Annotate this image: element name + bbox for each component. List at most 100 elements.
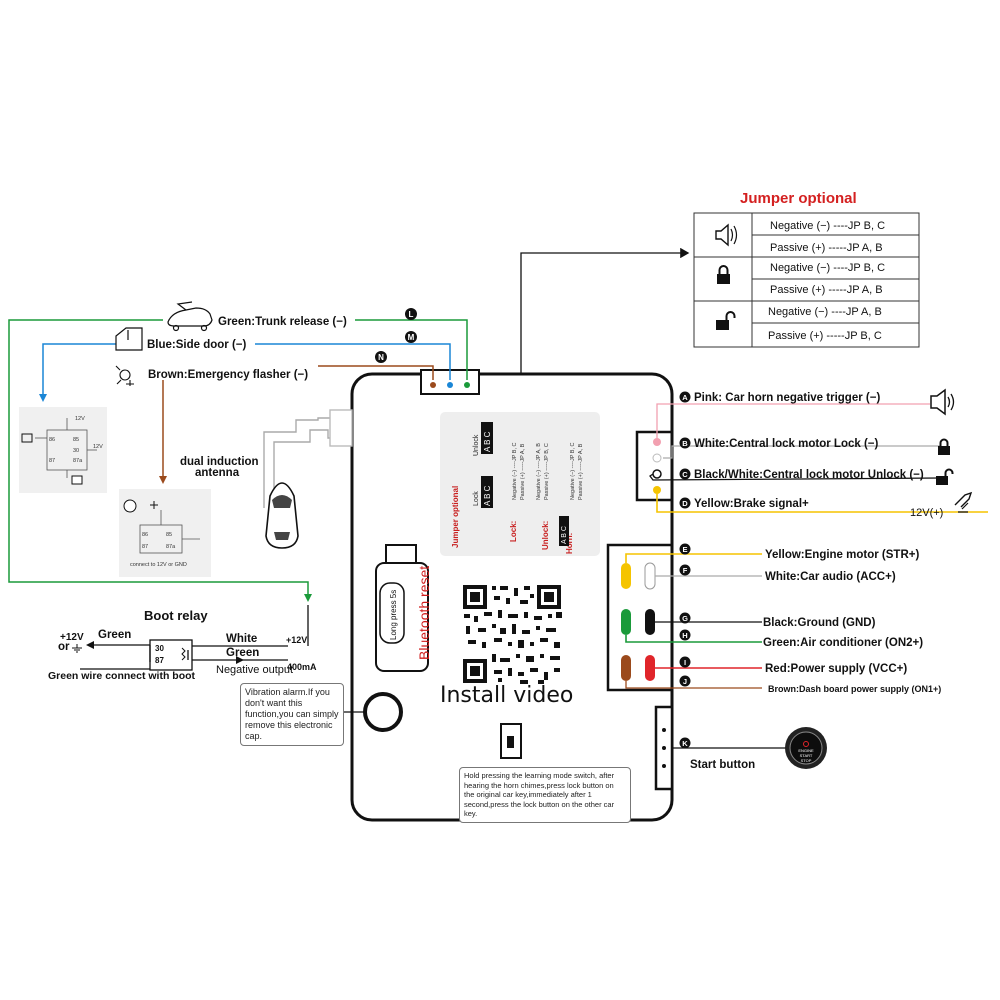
relay1-12v-right: 12V bbox=[93, 444, 103, 450]
badge-D bbox=[679, 497, 691, 509]
badge-H bbox=[679, 629, 691, 641]
car-trunk-icon bbox=[167, 301, 213, 332]
boot-or: or bbox=[58, 641, 70, 653]
svg-text:L: L bbox=[409, 310, 414, 319]
badge-F bbox=[679, 564, 691, 576]
learning-mode-switch[interactable] bbox=[500, 723, 522, 759]
badge-letter-H: H bbox=[682, 631, 687, 640]
wire-L bbox=[355, 319, 468, 380]
badge-I bbox=[679, 656, 691, 668]
install-video-label: Install video bbox=[440, 683, 574, 708]
svg-text:87a: 87a bbox=[166, 544, 176, 550]
pcb-lock-label: Lock: bbox=[509, 521, 518, 542]
qr-code[interactable] bbox=[460, 582, 564, 686]
pcb-abc-2: A B C bbox=[483, 485, 492, 506]
lock-icon bbox=[938, 438, 950, 455]
boot-bottom-note: Green wire connect with boot bbox=[48, 670, 196, 682]
badge-letter-E: E bbox=[682, 545, 687, 554]
svg-text:30: 30 bbox=[73, 448, 79, 454]
wire-E-label: Yellow:Engine motor (STR+) bbox=[765, 549, 919, 561]
badge-letter-I: I bbox=[684, 658, 686, 667]
svg-text:85: 85 bbox=[166, 532, 172, 538]
boot-pin30: 30 bbox=[155, 644, 164, 653]
bluetooth-reset-switch[interactable] bbox=[375, 544, 429, 672]
pcb-horn-pas: Passive (+) -----JP A, B bbox=[578, 443, 584, 500]
wire-M bbox=[255, 343, 451, 380]
start-btn-line-3: STOP bbox=[801, 758, 812, 763]
badge-C bbox=[679, 468, 691, 480]
jumper-table bbox=[693, 212, 920, 348]
boot-pin87: 87 bbox=[155, 656, 164, 665]
boot-negative-output: Negative output bbox=[216, 664, 293, 676]
boot-plus12v-left: +12V bbox=[60, 632, 84, 643]
wire-I-label: Red:Power supply (VCC+) bbox=[765, 663, 907, 675]
boot-plus12v-right: +12V bbox=[286, 635, 307, 645]
pcb-horn-neg: Negative (−) ----JP B, C bbox=[570, 442, 576, 500]
unlock-icon bbox=[936, 468, 954, 485]
pcb-abc-3: A B C bbox=[561, 526, 568, 544]
jumper-title: Jumper optional bbox=[740, 190, 857, 207]
flasher-icon bbox=[115, 365, 134, 386]
vibration-sensor bbox=[363, 692, 403, 732]
bluetooth-reset-label: Bluetooth reset bbox=[416, 565, 432, 661]
car-top-icon bbox=[265, 482, 299, 549]
start-button-icon[interactable]: ENGINE START STOP bbox=[785, 727, 827, 769]
badge-B bbox=[679, 437, 691, 449]
badge-letter-C: C bbox=[682, 470, 688, 479]
jumper-row-2-negative: Negative (−) ----JP B, C bbox=[770, 262, 885, 274]
wire-H-label: Green:Air conditioner (ON2+) bbox=[763, 637, 923, 649]
brake-voltage: 12V(+) bbox=[910, 507, 943, 519]
side-door-icon bbox=[115, 327, 143, 351]
badge-letter-A: A bbox=[682, 393, 688, 402]
emergency-flasher-label: Brown:Emergency flasher (−) bbox=[148, 369, 308, 381]
boot-relay-title: Boot relay bbox=[144, 608, 208, 623]
svg-text:N: N bbox=[378, 353, 384, 362]
svg-text:87a: 87a bbox=[73, 458, 83, 464]
long-press-label: Long press 5s bbox=[389, 590, 398, 640]
pcb-abc-1: A B C bbox=[483, 431, 492, 452]
wire-N bbox=[318, 365, 434, 380]
start-btn-line-1: ENGINE bbox=[798, 748, 814, 753]
wire-A-label: Pink: Car horn negative trigger (−) bbox=[694, 392, 880, 404]
svg-text:87: 87 bbox=[49, 458, 55, 464]
wire-E-group: E Yellow:Engine motor (STR+) bbox=[679, 543, 919, 561]
badge-L: L bbox=[405, 308, 417, 320]
badge-J bbox=[679, 675, 691, 687]
connector-k bbox=[654, 705, 674, 791]
svg-text:87: 87 bbox=[142, 544, 148, 550]
relay-caption: connect to 12V or GND bbox=[130, 562, 187, 568]
jumper-row-2-passive: Passive (+) -----JP A, B bbox=[770, 284, 883, 296]
badge-letter-G: G bbox=[682, 614, 688, 623]
jumper-row-1-negative: Negative (−) ----JP B, C bbox=[770, 220, 885, 232]
wire-B-label: White:Central lock motor Lock (−) bbox=[694, 438, 879, 450]
vibration-note: Vibration alarm.If you don't want this f… bbox=[240, 683, 344, 746]
connector-efghij bbox=[606, 543, 672, 692]
wire-J-label: Brown:Dash board power supply (ON1+) bbox=[768, 684, 941, 694]
ground-icon bbox=[72, 644, 82, 653]
antenna-wires bbox=[263, 409, 353, 508]
jumper-row-3-passive: Passive (+) -----JP B, C bbox=[768, 330, 882, 342]
antenna-label-2: antenna bbox=[195, 467, 240, 479]
badge-G bbox=[679, 612, 691, 624]
badge-E bbox=[679, 543, 691, 555]
svg-text:M: M bbox=[408, 333, 415, 342]
pcb-unlock-neg: Negative (−) ----JP A, B bbox=[536, 443, 542, 500]
learning-note: Hold pressing the learning mode switch, … bbox=[459, 767, 631, 823]
badge-letter-F: F bbox=[683, 566, 688, 575]
jumper-pointer-line bbox=[520, 247, 690, 375]
connector-abcd bbox=[635, 430, 672, 502]
wire-H-group: H Green:Air conditioner (ON2+) bbox=[679, 629, 923, 649]
badge-A bbox=[679, 391, 691, 403]
brake-pedal-icon bbox=[954, 491, 973, 513]
trunk-release-label: Green:Trunk release (−) bbox=[218, 316, 347, 328]
pcb-unlock-label: Unlock: bbox=[541, 521, 550, 550]
pcb-lock-neg: Negative (−) ----JP B, C bbox=[512, 442, 518, 500]
badge-letter-K: K bbox=[682, 739, 688, 748]
